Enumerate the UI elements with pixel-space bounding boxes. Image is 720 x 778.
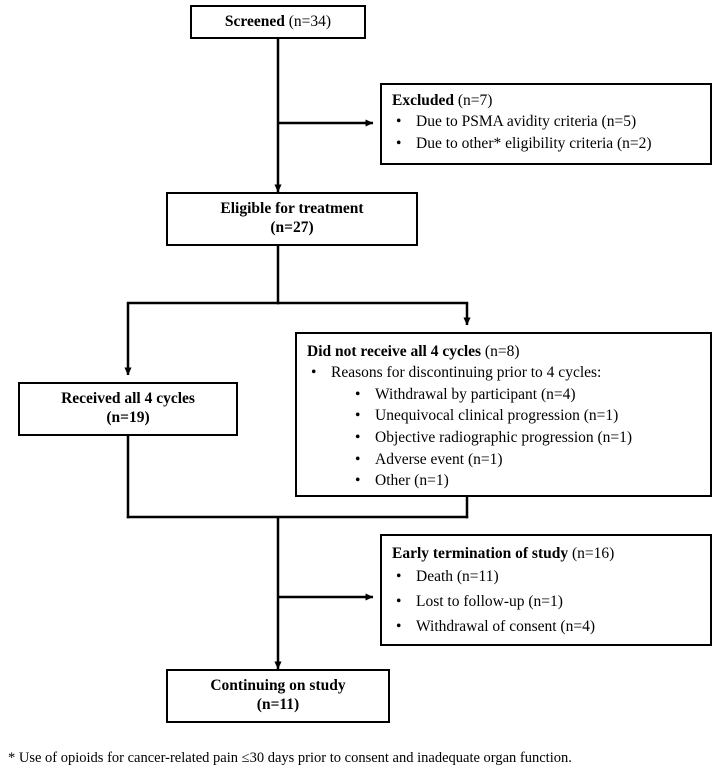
bullet-icon: •	[396, 113, 402, 130]
node-excluded-header: Excluded (n=7)	[392, 92, 493, 109]
node-excluded[interactable]: Excluded (n=7) •Due to PSMA avidity crit…	[380, 83, 712, 165]
list-item: •Withdrawal by participant (n=4)	[297, 384, 710, 406]
list-item: •Unequivocal clinical progression (n=1)	[297, 405, 710, 427]
bullet-icon: •	[355, 450, 361, 468]
node-eligible-for-treatment[interactable]: Eligible for treatment (n=27)	[166, 192, 418, 246]
list-item: •Death (n=11)	[382, 564, 710, 589]
node-continuing-on-study[interactable]: Continuing on study (n=11)	[166, 669, 390, 723]
node-early-termination[interactable]: Early termination of study (n=16) •Death…	[380, 534, 712, 646]
node-early-termination-list: •Death (n=11) •Lost to follow-up (n=1) •…	[382, 564, 710, 639]
node-continuing-line1: Continuing on study	[210, 677, 346, 695]
bullet-icon: •	[355, 429, 361, 447]
node-did-not-receive-sublist: •Withdrawal by participant (n=4) •Unequi…	[297, 384, 710, 492]
node-received-line1: Received all 4 cycles	[61, 390, 195, 408]
bullet-icon: •	[355, 385, 361, 403]
bullet-icon: •	[396, 593, 402, 611]
list-item: •Withdrawal of consent (n=4)	[382, 614, 710, 639]
node-eligible-line1: Eligible for treatment	[220, 200, 364, 218]
node-did-not-receive-list: •Reasons for discontinuing prior to 4 cy…	[297, 362, 710, 384]
bullet-icon: •	[396, 568, 402, 585]
bullet-icon: •	[396, 618, 402, 636]
node-received-line2: (n=19)	[106, 409, 150, 426]
bullet-icon: •	[311, 364, 317, 381]
node-did-not-receive-all-cycles[interactable]: Did not receive all 4 cycles (n=8) •Reas…	[295, 332, 712, 497]
node-screened[interactable]: Screened (n=34)	[190, 5, 366, 39]
list-item: •Other (n=1)	[297, 470, 710, 492]
node-screened-label: Screened (n=34)	[224, 12, 332, 30]
list-item: •Lost to follow-up (n=1)	[382, 589, 710, 614]
node-early-termination-header: Early termination of study (n=16)	[392, 545, 615, 562]
node-excluded-list: •Due to PSMA avidity criteria (n=5) •Due…	[382, 111, 710, 154]
list-item: •Adverse event (n=1)	[297, 449, 710, 471]
node-eligible-line2: (n=27)	[270, 219, 314, 236]
node-continuing-line2: (n=11)	[256, 696, 300, 713]
node-received-all-cycles[interactable]: Received all 4 cycles (n=19)	[18, 382, 238, 436]
footnote: * Use of opioids for cancer-related pain…	[8, 750, 572, 766]
node-did-not-receive-header: Did not receive all 4 cycles (n=8)	[307, 343, 520, 360]
bullet-icon: •	[355, 407, 361, 425]
bullet-icon: •	[396, 134, 402, 152]
list-item: •Due to PSMA avidity criteria (n=5)	[382, 111, 710, 133]
list-item: •Objective radiographic progression (n=1…	[297, 427, 710, 449]
bullet-icon: •	[355, 472, 361, 490]
list-item: •Reasons for discontinuing prior to 4 cy…	[297, 362, 710, 384]
list-item: •Due to other* eligibility criteria (n=2…	[382, 133, 710, 155]
